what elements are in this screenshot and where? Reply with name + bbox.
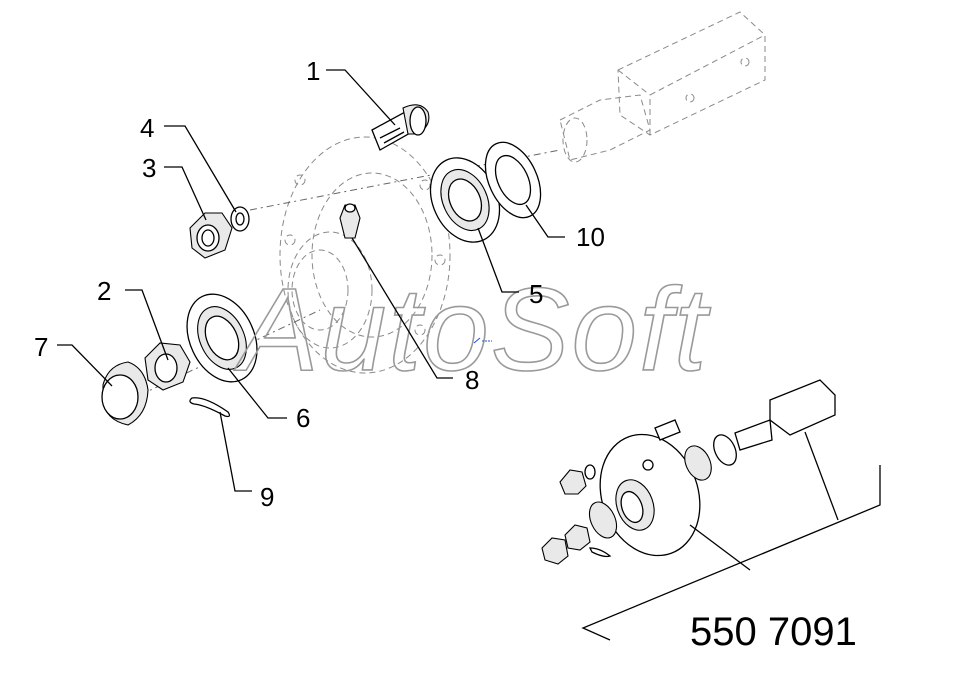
callout-10: 10 [576,222,605,252]
callout-3: 3 [142,153,156,183]
part-hub-cap [101,361,149,426]
callout-9: 9 [260,482,274,512]
center-mark [473,337,492,344]
leader-lines [57,69,565,492]
callout-7: 7 [34,332,48,362]
watermark: AutoSoft [234,264,711,396]
callout-1: 1 [306,56,320,86]
part-cotter-pin [189,397,231,418]
part-number: 550 7091 [690,610,857,654]
part-grease-fitting [339,203,361,239]
part-seal [484,141,542,219]
part-castle-nut [144,342,191,391]
part-wheel-nut [189,212,233,259]
part-washer [230,206,250,232]
hub-ghost [279,136,451,374]
part-inner-bearing [186,293,258,383]
callout-2: 2 [97,276,111,306]
callout-labels: 1 2 3 4 5 6 7 8 9 10 [34,56,605,512]
callout-8: 8 [465,365,479,395]
assembly-thumbnail [541,379,881,641]
part-outer-bearing [429,157,501,243]
callout-5: 5 [529,279,543,309]
callout-4: 4 [140,113,154,143]
axle-ghost [559,11,766,163]
part-stud [371,104,430,151]
callout-6: 6 [296,403,310,433]
